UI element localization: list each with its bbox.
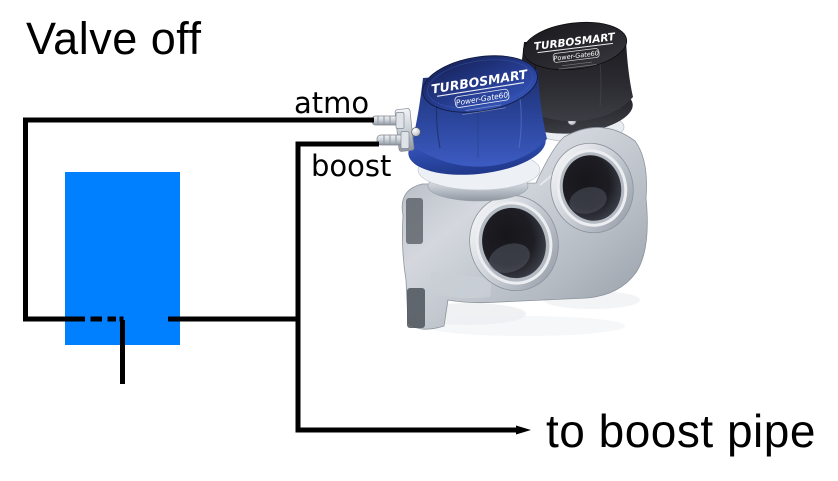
hose-barb-fittings	[371, 108, 421, 152]
cast-emboss	[406, 198, 423, 244]
cast-emboss	[407, 288, 425, 328]
boost-port-label: boost	[311, 149, 392, 183]
atmo-barb-icon	[371, 112, 405, 129]
black-outlet-port	[550, 142, 634, 234]
line-arrow-tip	[516, 425, 531, 435]
blue-wastegate-cap: TURBOSMART Power-Gate60	[408, 55, 547, 202]
solenoid-valve-body	[65, 172, 180, 345]
atmo-port-label: atmo	[294, 86, 370, 120]
boost-barb-icon	[376, 131, 410, 149]
atmo-line	[23, 117, 374, 322]
to-boost-pipe-label: to boost pipe	[546, 405, 816, 457]
page-title: Valve off	[26, 13, 202, 64]
boost-line	[295, 141, 517, 433]
blue-outlet-port	[469, 194, 559, 292]
wastegate-photo: TURBOSMART Power-Gate60	[371, 21, 648, 336]
screw-icon	[411, 127, 421, 137]
pneumatic-schematic	[23, 117, 531, 435]
